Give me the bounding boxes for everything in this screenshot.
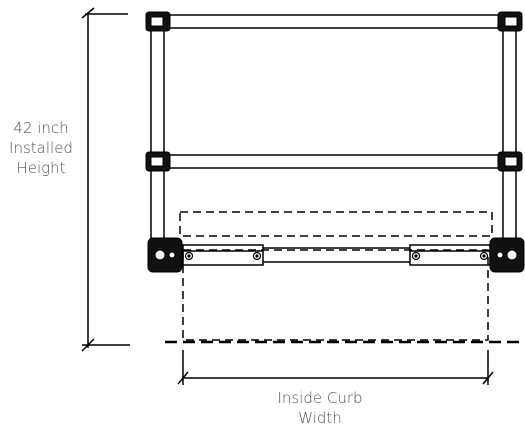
bottom-right-fitting [489, 237, 525, 273]
width-label-line-2: Width [298, 409, 342, 427]
width-label-line-1: Inside Curb [277, 389, 363, 407]
mid-rail [170, 154, 498, 169]
bolt-icon [184, 251, 194, 261]
bottom-left-fitting [147, 237, 183, 273]
width-dimension-label: Inside Curb Width [250, 388, 390, 428]
width-dimension-line [177, 350, 494, 385]
height-label-line-1: 42 inch [13, 119, 69, 137]
bolt-icon [252, 251, 262, 261]
height-dimension-line [81, 7, 130, 352]
right-post [502, 28, 517, 240]
top-left-fitting [145, 11, 171, 32]
bolt-icon [411, 251, 421, 261]
hatch-outline [179, 211, 493, 341]
left-post [150, 28, 165, 240]
top-rail [170, 14, 498, 29]
height-dimension-label: 42 inch Installed Height [0, 118, 82, 178]
mid-right-fitting [497, 151, 523, 172]
mid-left-fitting [145, 151, 171, 172]
bolt-icon [479, 251, 489, 261]
base-plate [182, 244, 491, 266]
height-label-line-3: Height [16, 159, 66, 177]
height-label-line-2: Installed [9, 139, 73, 157]
top-right-fitting [497, 11, 523, 32]
